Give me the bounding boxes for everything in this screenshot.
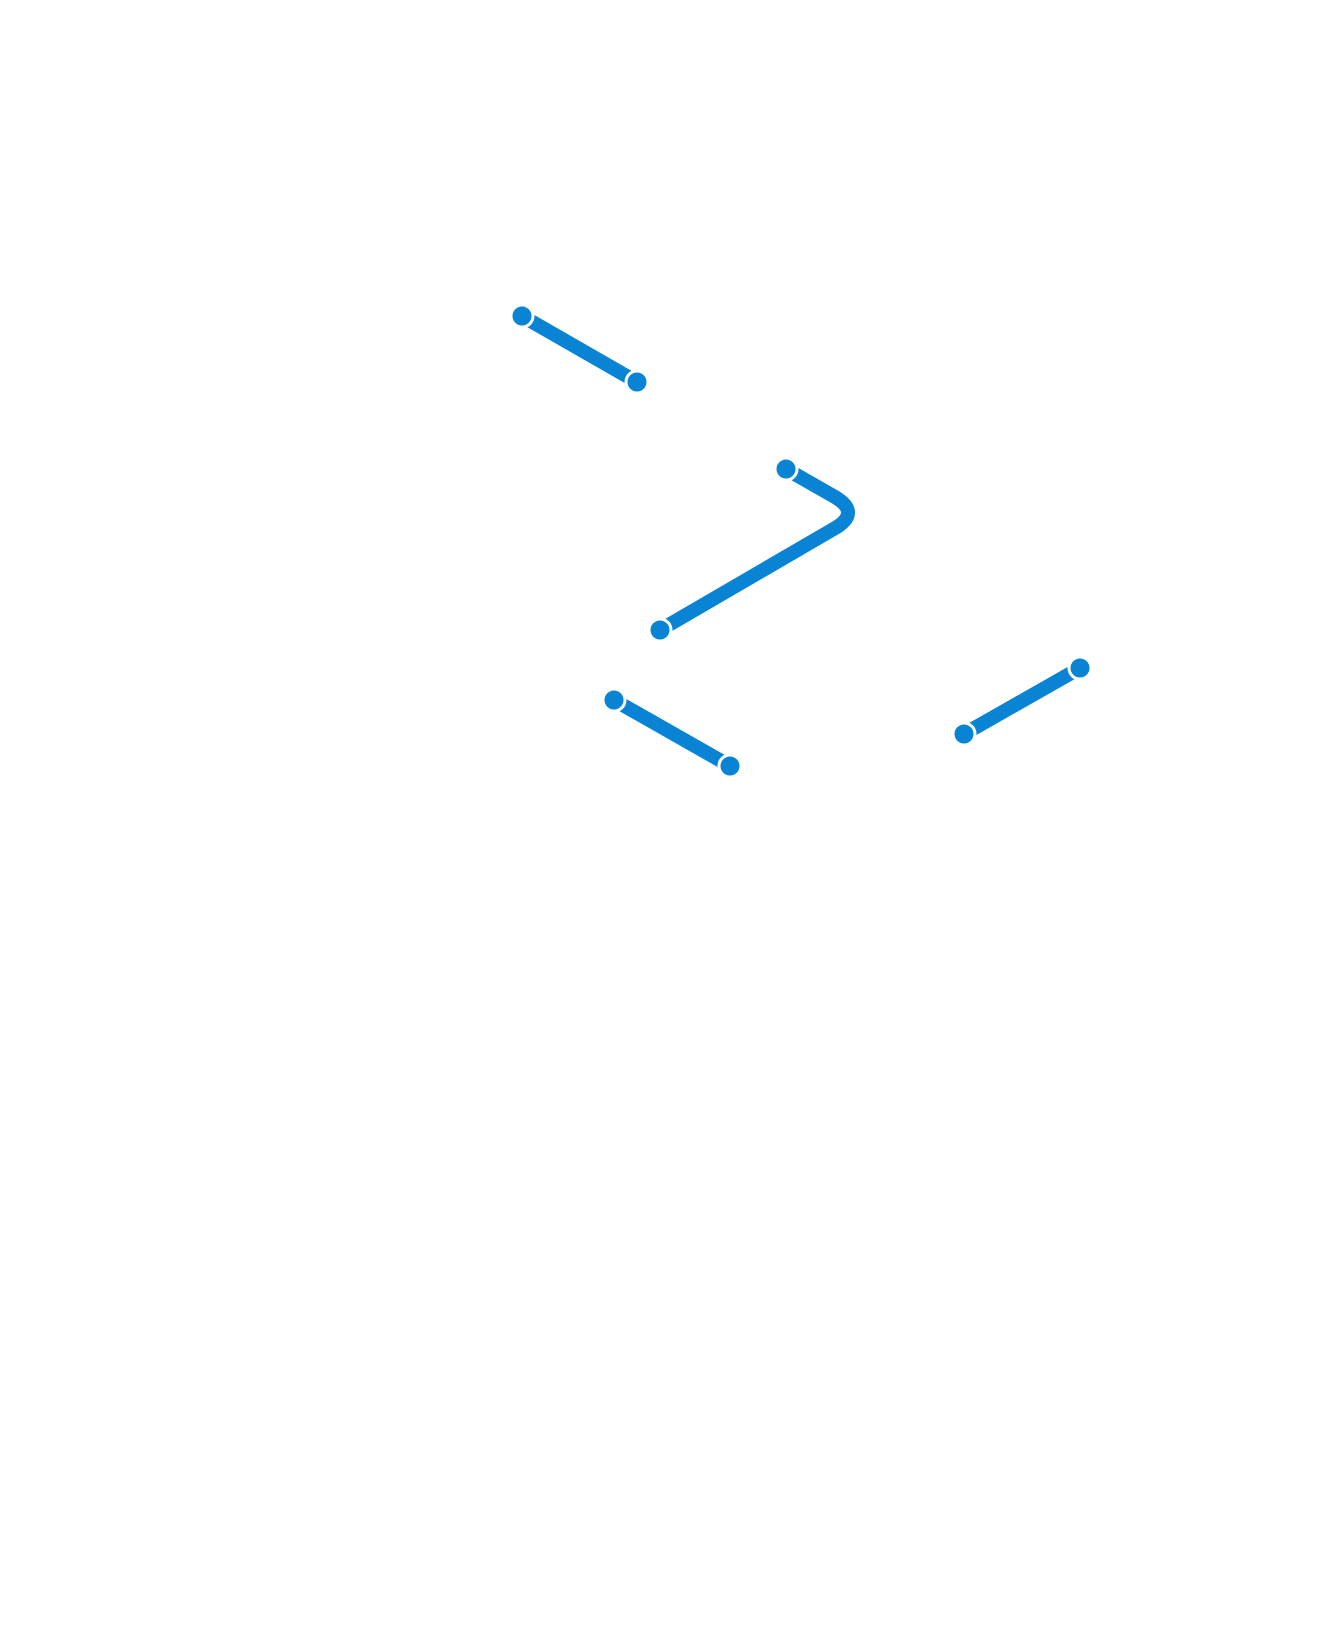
segment-right-line [957, 661, 1087, 741]
segment-center-bent-end-node [647, 617, 673, 643]
segment-lower-left-line [607, 693, 737, 773]
segment-right-end-node [1067, 655, 1093, 681]
segment-upper-left [509, 303, 650, 395]
segment-center-bent-line [653, 462, 855, 637]
segment-center-bent [647, 456, 855, 643]
segment-upper-left-start-node [509, 303, 535, 329]
segment-upper-left-line [515, 309, 644, 389]
segment-lower-left-start-node [601, 687, 627, 713]
segment-right-start-node [951, 721, 977, 747]
segment-lower-left [601, 687, 743, 779]
segment-upper-left-end-node [624, 369, 650, 395]
segment-lower-left-end-node [717, 753, 743, 779]
segment-right [951, 655, 1093, 747]
segment-center-bent-start-node [773, 456, 799, 482]
